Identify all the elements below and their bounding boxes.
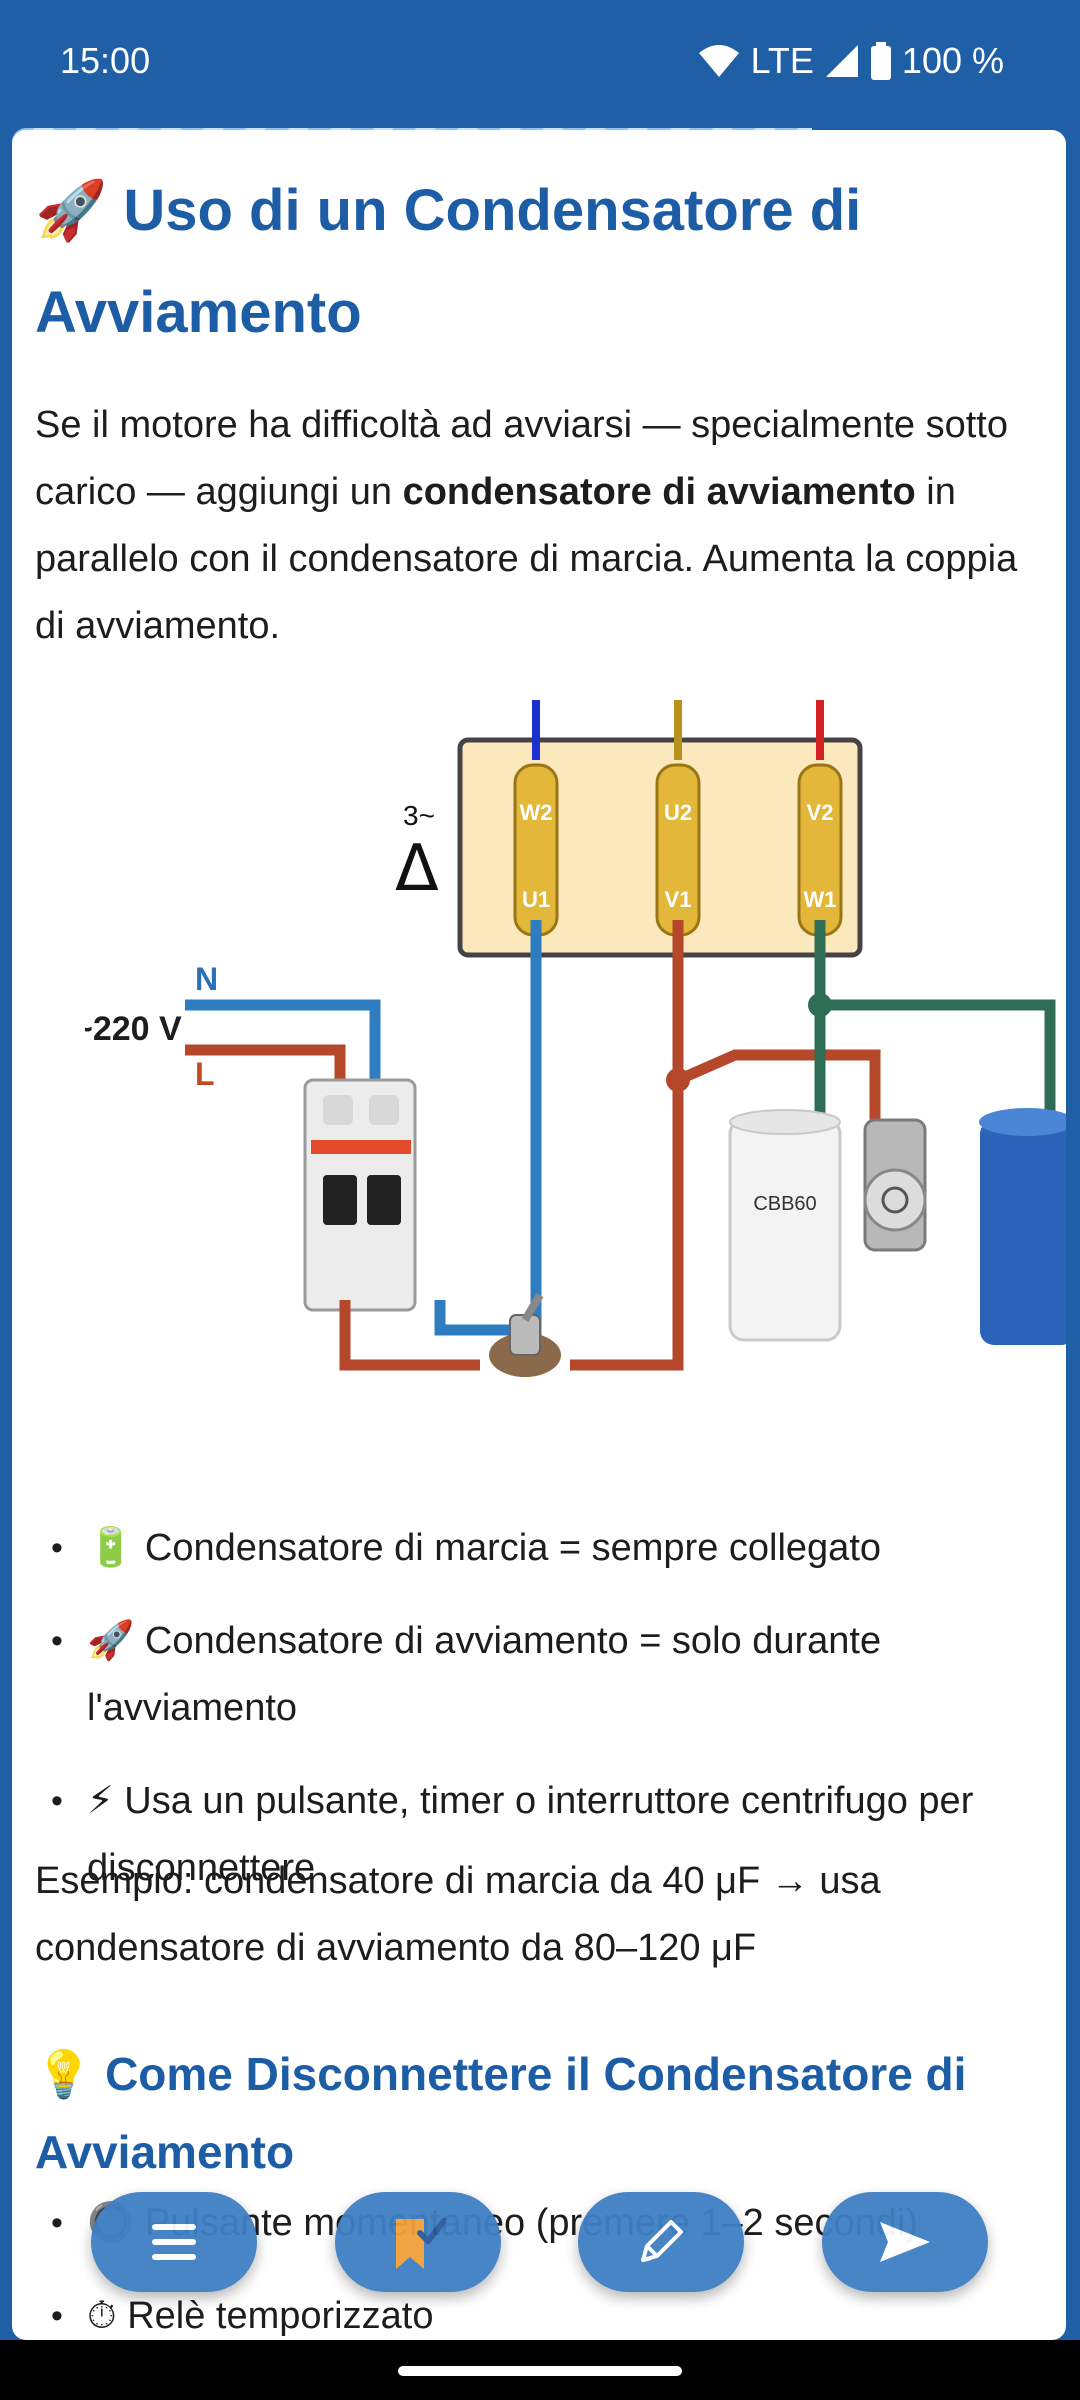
- circuit-breaker: [303, 1078, 417, 1312]
- terminal-label-u1: U1: [522, 887, 550, 912]
- send-icon: [880, 2222, 930, 2262]
- status-time: 15:00: [60, 40, 151, 81]
- section-heading-text: Come Disconnettere il Condensatore di Av…: [35, 2048, 967, 2178]
- wire-switch: [339, 1300, 480, 1371]
- article-card: 🚀 Uso di un Condensatore di Avviamento S…: [12, 130, 1066, 2340]
- rocket-emoji-icon: 🚀: [35, 178, 108, 243]
- article-title: 🚀 Uso di un Condensatore di Avviamento: [35, 160, 1045, 364]
- bookmark-button[interactable]: [335, 2192, 501, 2292]
- battery-emoji-icon: 🔋: [87, 1527, 135, 1569]
- home-gesture-handle[interactable]: [398, 2366, 682, 2376]
- status-indicators: LTE 100 %: [697, 40, 1004, 82]
- status-bar: 15:00 LTE 100 %: [0, 0, 1080, 128]
- wire-cap-brown: [675, 1049, 881, 1120]
- send-button[interactable]: [822, 2192, 988, 2292]
- run-capacitor-label: CBB60: [753, 1193, 816, 1215]
- wire-line: [185, 1044, 346, 1090]
- bookmark-check-icon: [396, 2218, 446, 2269]
- list-item: ⏱ Relè temporizzato: [35, 2283, 1045, 2340]
- delta-symbol: Δ: [395, 832, 439, 906]
- line-label: L: [195, 1056, 215, 1092]
- menu-button[interactable]: [91, 2192, 257, 2292]
- intro-paragraph: Se il motore ha difficoltà ad avviarsi —…: [35, 392, 1045, 660]
- section-heading: 💡 Come Disconnettere il Condensatore di …: [35, 2035, 1045, 2191]
- capacitor-bullets: 🔋 Condensatore di marcia = sempre colleg…: [35, 1515, 1045, 1928]
- bullet-text: Condensatore di marcia = sempre collegat…: [144, 1527, 882, 1569]
- wire-cap-green: [820, 999, 1056, 1120]
- signal-icon: [825, 45, 858, 77]
- toggle-switch: [489, 1292, 561, 1377]
- list-item: 🔋 Condensatore di marcia = sempre colleg…: [35, 1515, 1045, 1582]
- terminal-label-u2: U2: [664, 800, 692, 825]
- bullet-text: Condensatore di avviamento = solo durant…: [87, 1620, 882, 1729]
- list-item: 🚀 Condensatore di avviamento = solo dura…: [35, 1608, 1045, 1742]
- battery-level: 100 %: [901, 40, 1004, 81]
- terminal-label-v1: V1: [665, 887, 692, 912]
- terminal-label-w1: W1: [804, 887, 837, 912]
- intro-text-2: in parallelo con il condensatore di marc…: [35, 471, 1018, 647]
- bullet-text: Usa un pulsante, timer o interruttore ce…: [87, 1780, 974, 1889]
- bullet-text: Pulsante momentaneo (premere 1–2 secondi…: [144, 2202, 918, 2244]
- wire-neutral: [185, 999, 381, 1090]
- example-paragraph: Esempio: condensatore di marcia da 40 μF…: [35, 1860, 881, 1969]
- terminal-label-w2: W2: [520, 800, 553, 825]
- intro-text-1: Se il motore ha difficoltà ad avviarsi —…: [35, 404, 1008, 513]
- start-capacitor: [979, 1108, 1066, 1345]
- wifi-icon: [698, 45, 739, 77]
- pencil-icon: [641, 2220, 683, 2262]
- terminal-strips: [513, 763, 843, 937]
- menu-icon: [152, 2224, 196, 2260]
- network-type: LTE: [750, 40, 814, 81]
- stopwatch-emoji-icon: ⏱: [87, 2295, 117, 2337]
- terminal-label-v2: V2: [807, 800, 834, 825]
- lightbulb-emoji-icon: 💡: [35, 2048, 93, 2100]
- wire-u1: [434, 920, 542, 1336]
- delta-sup: 3~: [403, 800, 435, 831]
- wire-v1: [570, 920, 684, 1371]
- intro-bold: condensatore di avviamento: [402, 471, 916, 513]
- neutral-label: N: [195, 961, 218, 997]
- wiring-diagram: W2 U2 V2 U1 V1 W1 3~ Δ ~220 V N L: [85, 700, 1066, 1377]
- list-item: ⚡ Usa un pulsante, timer o interruttore …: [35, 1768, 1045, 1902]
- push-button: [863, 1118, 927, 1252]
- battery-icon: [870, 42, 891, 80]
- title-text: Uso di un Condensatore di Avviamento: [35, 178, 862, 345]
- run-capacitor: CBB60: [728, 1109, 842, 1342]
- bullet-text: Relè temporizzato: [127, 2295, 434, 2337]
- edit-button[interactable]: [578, 2192, 744, 2292]
- lightning-emoji-icon: ⚡: [87, 1780, 114, 1822]
- voltage-label: ~220 V: [85, 1010, 182, 1048]
- rocket-emoji-icon: 🚀: [87, 1620, 135, 1662]
